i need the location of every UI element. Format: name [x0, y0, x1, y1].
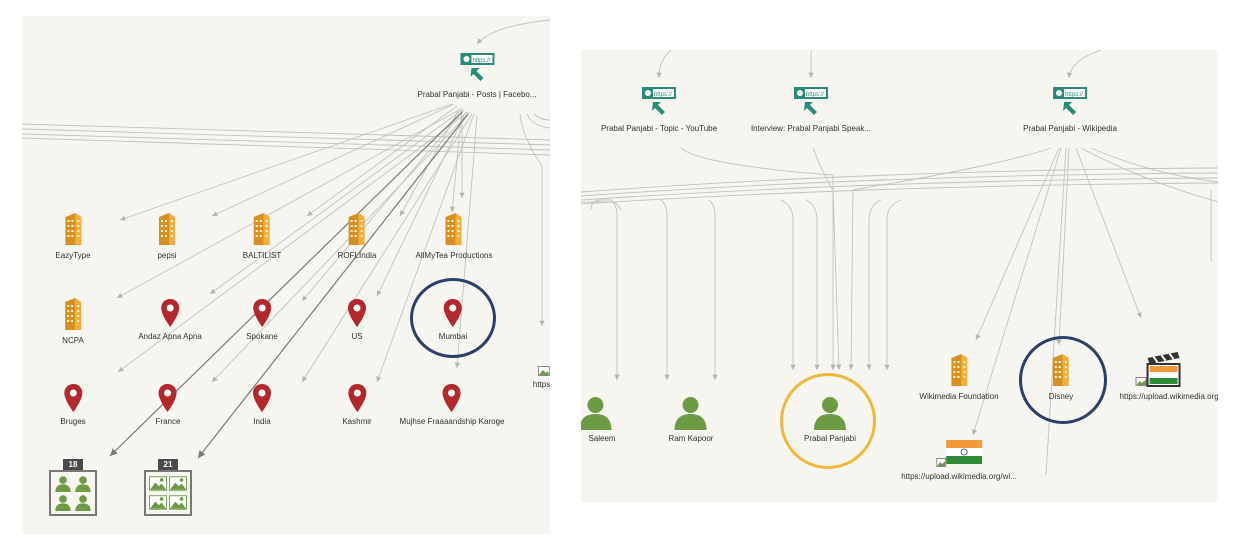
org-node-wikimedia-foundation[interactable]: Wikimedia Foundation: [919, 352, 999, 402]
person-icon: [674, 397, 707, 430]
org-node-eazytype[interactable]: EazyType: [55, 211, 91, 261]
group-count-badge: 18: [62, 459, 84, 470]
url-node-label: Interview: Prabal Panjabi Speak...: [750, 124, 872, 133]
url-node-wikipedia[interactable]: https:// Prabal Panjabi - Wikipedia: [1023, 86, 1117, 134]
location-node-mujhse-fraaaandship-karoge[interactable]: Mujhse Fraaaandship Karoge: [399, 383, 505, 427]
map-pin-icon: [348, 384, 366, 412]
media-label: https://upload.wikimedia.org/wi...: [901, 472, 1017, 481]
people-group-node[interactable]: 18: [49, 459, 97, 516]
person-node-saleem[interactable]: Saleem: [581, 394, 616, 444]
image-link-label: https://faceb...: [532, 380, 550, 389]
map-pin-icon: [253, 384, 271, 412]
building-icon: [159, 213, 175, 245]
image-icon: [538, 366, 550, 376]
location-label: US: [351, 332, 363, 341]
person-icon: [581, 397, 611, 430]
location-label: Andaz Apna Apna: [138, 332, 202, 341]
org-label: AllMyTea Productions: [415, 251, 493, 260]
location-node-india[interactable]: India: [252, 383, 272, 427]
map-pin-icon: [161, 299, 179, 327]
image-group-node[interactable]: 21: [144, 459, 192, 516]
org-label: ROFLIndia: [337, 251, 377, 260]
media-node-india-flag[interactable]: https://upload.wikimedia.org/wi...: [901, 440, 1017, 482]
url-node-icon: https://: [1052, 87, 1087, 115]
location-node-bruges[interactable]: Bruges: [60, 383, 86, 427]
india-flag-image-icon: [935, 440, 982, 467]
org-node-baltilist[interactable]: BALTILIST: [242, 211, 282, 261]
highlight-ring-mumbai: [410, 278, 496, 358]
graph-panel-right[interactable]: https:// Prabal Panjabi - Topic - YouTub…: [581, 50, 1218, 502]
org-label: BALTILIST: [242, 251, 282, 260]
org-label: Wikimedia Foundation: [919, 392, 999, 401]
url-arrow-icon: [470, 68, 483, 81]
group-count-badge: 21: [157, 459, 179, 470]
location-node-kashmir[interactable]: Kashmir: [342, 383, 372, 427]
person-label: Ram Kapoor: [668, 434, 714, 443]
url-node-facebook-posts[interactable]: https:// Prabal Panjabi - Posts | Facebo…: [417, 52, 537, 100]
url-node-text: https://: [806, 92, 824, 98]
highlight-ring-disney: [1019, 336, 1107, 424]
url-node-label: Prabal Panjabi - Wikipedia: [1023, 124, 1117, 133]
building-icon: [349, 213, 365, 245]
building-icon: [64, 298, 81, 330]
url-node-text: https://: [472, 58, 490, 64]
building-icon: [254, 213, 270, 245]
media-label: https://upload.wikimedia.org/wi: [1119, 392, 1218, 401]
org-label: NCPA: [62, 336, 84, 345]
edge-layer-left: [22, 19, 550, 459]
url-node-icon: https://: [641, 87, 676, 115]
url-node-icon: https://: [793, 87, 828, 115]
location-node-andaz-apna-apna[interactable]: Andaz Apna Apna: [138, 298, 202, 342]
org-node-roflindia[interactable]: ROFLIndia: [337, 211, 377, 261]
org-node-pepsi[interactable]: pepsi: [157, 211, 177, 261]
url-node-label: Prabal Panjabi - Posts | Facebo...: [417, 90, 537, 99]
url-arrow-icon: [803, 102, 817, 115]
people-group-icon: [49, 470, 97, 516]
building-icon: [951, 354, 967, 386]
map-pin-icon: [348, 299, 366, 327]
location-label: India: [253, 417, 271, 426]
url-arrow-icon: [651, 102, 665, 115]
person-label: Saleem: [588, 434, 616, 443]
media-node-film-clapper[interactable]: https://upload.wikimedia.org/wi: [1090, 352, 1218, 402]
map-pin-icon: [253, 299, 271, 327]
graph-panel-left[interactable]: https:// Prabal Panjabi - Posts | Facebo…: [22, 16, 550, 534]
url-node-icon: https://: [460, 53, 494, 81]
highlight-ring-prabal-panjabi: [780, 373, 876, 469]
org-label: EazyType: [55, 251, 91, 260]
building-icon: [445, 213, 462, 245]
building-icon: [64, 213, 81, 245]
location-label: Spokane: [246, 332, 278, 341]
map-pin-icon: [159, 384, 177, 412]
location-label: Kashmir: [342, 417, 372, 426]
map-pin-icon: [442, 384, 461, 412]
location-node-us[interactable]: US: [347, 298, 367, 342]
url-node-youtube-topic[interactable]: https:// Prabal Panjabi - Topic - YouTub…: [601, 86, 717, 134]
image-group-icon: [144, 470, 192, 516]
image-link-node-facebook[interactable]: https://faceb...: [505, 366, 550, 390]
location-label: France: [155, 417, 181, 426]
location-label: Mujhse Fraaaandship Karoge: [399, 417, 505, 426]
url-node-label: Prabal Panjabi - Topic - YouTube: [600, 124, 718, 133]
org-node-ncpa[interactable]: NCPA: [62, 296, 84, 346]
film-clapper-image-icon: [1135, 352, 1181, 387]
location-node-spokane[interactable]: Spokane: [246, 298, 278, 342]
location-node-france[interactable]: France: [155, 383, 181, 427]
map-pin-icon: [63, 384, 82, 412]
person-node-ram-kapoor[interactable]: Ram Kapoor: [668, 394, 714, 444]
org-label: pepsi: [157, 251, 177, 260]
url-node-text: https://: [654, 92, 672, 98]
location-label: Bruges: [60, 417, 86, 426]
org-node-allmytea[interactable]: AllMyTea Productions: [415, 211, 493, 261]
url-node-interview[interactable]: https:// Interview: Prabal Panjabi Speak…: [751, 86, 871, 134]
url-node-text: https://: [1065, 92, 1083, 98]
url-arrow-icon: [1062, 102, 1076, 115]
